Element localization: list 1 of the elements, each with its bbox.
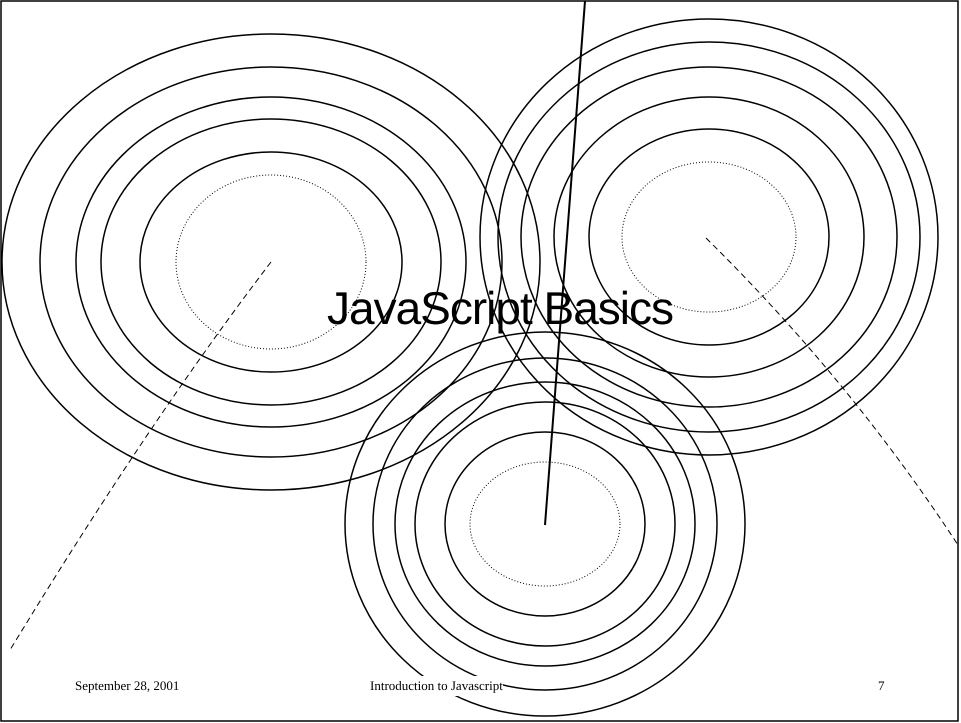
footer-text: Introduction to Javascript xyxy=(370,676,503,696)
